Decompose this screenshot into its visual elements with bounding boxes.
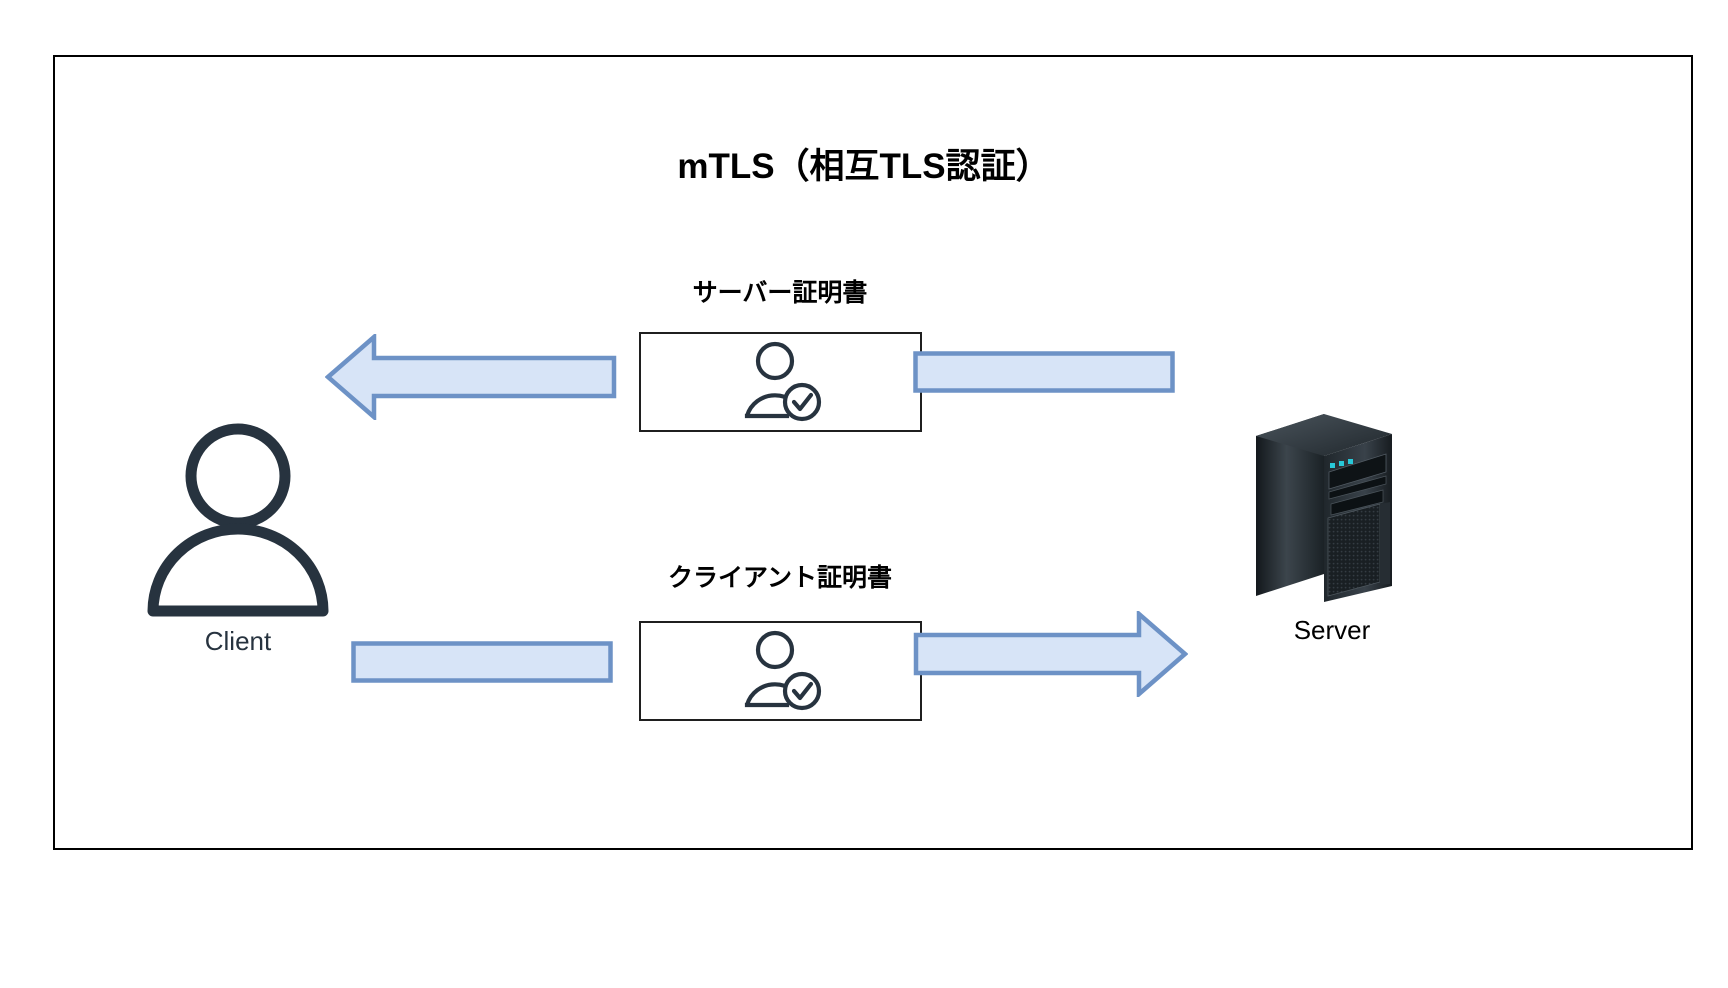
rectangle-bar-icon <box>913 351 1175 393</box>
rectangle-bar-icon <box>351 641 613 683</box>
verified-user-icon <box>744 341 821 422</box>
verified-user-icon <box>744 630 821 711</box>
arrow-left-icon <box>324 332 617 422</box>
bar-server-certificate-tail <box>913 351 1175 393</box>
client-certificate-caption: クライアント証明書 <box>667 564 892 592</box>
arrow-right-icon <box>913 609 1189 699</box>
server-label: Server <box>1293 615 1371 645</box>
server-certificate-box <box>639 332 922 432</box>
arrow-server-to-client <box>324 332 617 422</box>
client-certificate-box <box>639 621 922 721</box>
bar-client-certificate-tail <box>351 641 613 683</box>
server-tower-icon <box>1252 406 1407 611</box>
client-label: Client <box>204 626 272 656</box>
server-tower-graphic <box>1256 414 1392 602</box>
arrow-client-to-server <box>913 609 1189 699</box>
server-certificate-caption: サーバー証明書 <box>692 279 868 307</box>
person-outline-icon <box>147 423 329 617</box>
diagram-title: mTLS（相互TLS認証） <box>677 147 1051 186</box>
client-person-icon <box>143 418 333 618</box>
